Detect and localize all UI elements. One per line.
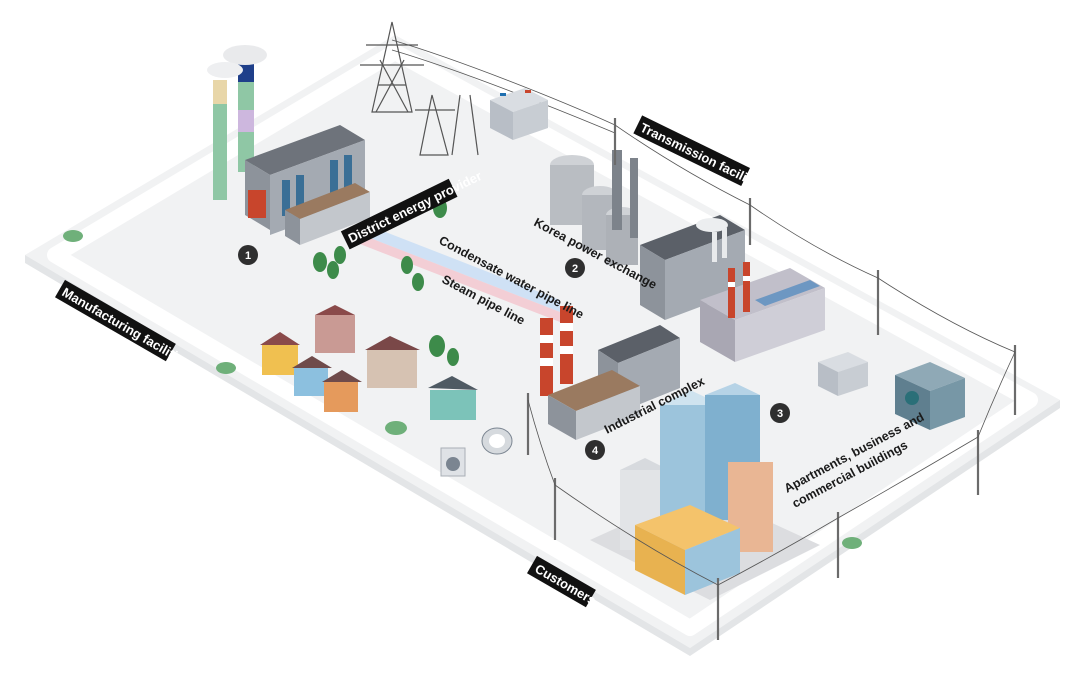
power-line: [391, 39, 616, 126]
condensate-pipe: [360, 222, 560, 312]
badge-1: 1: [238, 245, 258, 265]
badge-4: 4: [585, 440, 605, 460]
badge-3: 3: [770, 403, 790, 423]
car: [216, 362, 236, 374]
steam-pipe: [360, 234, 560, 322]
generator: [895, 362, 965, 430]
battery-storage-right: [818, 352, 868, 396]
svg-text:4: 4: [592, 445, 599, 457]
washing-machine: [440, 447, 466, 477]
power-poles: [526, 118, 1017, 640]
svg-text:1: 1: [245, 250, 251, 262]
car: [63, 230, 83, 242]
distribution-wires: [527, 124, 1016, 586]
industrial-complex: [540, 306, 680, 440]
district-energy-plant: [207, 45, 370, 245]
korea-power-plant: [550, 150, 825, 362]
road-loop: [47, 44, 1038, 636]
trees: [313, 198, 459, 366]
battery-storage-top: [490, 88, 548, 140]
commercial-buildings: [590, 383, 820, 600]
transmission-tower: [360, 21, 479, 156]
smart-meter: [481, 427, 513, 455]
residential-houses: [260, 305, 478, 420]
car: [842, 537, 862, 549]
svg-text:2: 2: [572, 263, 578, 275]
svg-text:3: 3: [777, 408, 783, 420]
car: [385, 421, 407, 435]
badge-2: 2: [565, 258, 585, 278]
power-line: [391, 49, 616, 134]
